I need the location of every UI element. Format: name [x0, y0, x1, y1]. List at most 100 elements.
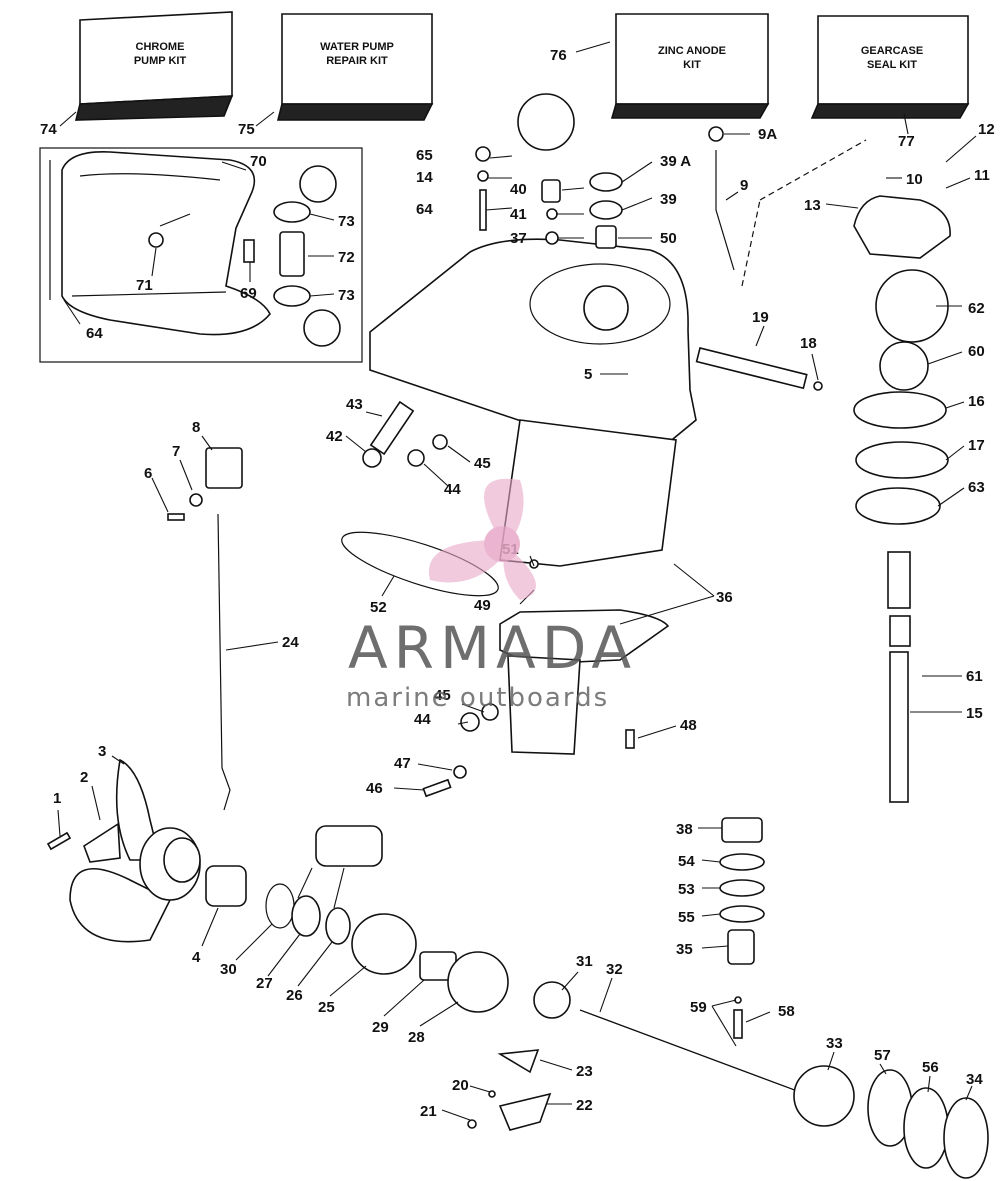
watermark-tagline: marine outboards	[346, 683, 609, 713]
callout-19: 19	[752, 309, 769, 326]
callout-38: 38	[676, 821, 693, 838]
callout-40: 40	[510, 181, 527, 198]
callout-6: 6	[144, 465, 152, 482]
callout-31: 31	[576, 953, 593, 970]
callout-53: 53	[678, 881, 695, 898]
callout-55: 55	[678, 909, 695, 926]
shift-rod-assembly	[167, 447, 243, 811]
callout-33: 33	[826, 1035, 843, 1052]
callout-44-lower: 44	[414, 711, 431, 728]
kit-74-line1: CHROME	[136, 41, 185, 53]
callout-49: 49	[474, 597, 491, 614]
callout-15: 15	[966, 705, 983, 722]
kit-77-line1: GEARCASE	[861, 45, 923, 57]
watermark-propeller-logo	[428, 478, 536, 600]
callout-52: 52	[370, 599, 387, 616]
kit-box-76: ZINC ANODE KIT	[610, 13, 770, 119]
callout-9a: 9A	[758, 126, 777, 143]
callout-2: 2	[80, 769, 88, 786]
callout-13: 13	[804, 197, 821, 214]
callout-3: 3	[98, 743, 106, 760]
middle-parts	[341, 400, 635, 798]
kit-box-75: WATER PUMP REPAIR KIT	[276, 13, 434, 121]
callout-30: 30	[220, 961, 237, 978]
chrome-pump-kit-inset	[39, 147, 363, 363]
callout-76: 76	[550, 47, 567, 64]
callout-64-inset: 64	[86, 325, 103, 342]
callout-29: 29	[372, 1019, 389, 1036]
callout-20: 20	[452, 1077, 469, 1094]
callout-50: 50	[660, 230, 677, 247]
callout-24: 24	[282, 634, 299, 651]
callout-60: 60	[968, 343, 985, 360]
callout-65: 65	[416, 147, 433, 164]
forward-gear-stack	[793, 1065, 989, 1179]
callout-63: 63	[968, 479, 985, 496]
water-pump-stack	[853, 195, 951, 803]
leader-lines	[57, 41, 977, 1121]
callout-47: 47	[394, 755, 411, 772]
callout-59: 59	[690, 999, 707, 1016]
callout-74: 74	[40, 121, 57, 138]
callout-58: 58	[778, 1003, 795, 1020]
callout-45-lower: 45	[434, 687, 451, 704]
callout-75: 75	[238, 121, 255, 138]
callout-14: 14	[416, 169, 433, 186]
kit-74-line2: PUMP KIT	[134, 55, 187, 67]
callout-73-upper: 73	[338, 213, 355, 230]
kit-75-line2: REPAIR KIT	[326, 55, 388, 67]
callout-26: 26	[286, 987, 303, 1004]
callout-9: 9	[740, 177, 748, 194]
callout-5: 5	[584, 366, 592, 383]
callout-41: 41	[510, 206, 527, 223]
callout-35: 35	[676, 941, 693, 958]
callout-45-upper: 45	[474, 455, 491, 472]
callout-46: 46	[366, 780, 383, 797]
callout-57: 57	[874, 1047, 891, 1064]
callout-64-main: 64	[416, 201, 433, 218]
callout-32: 32	[606, 961, 623, 978]
callout-22: 22	[576, 1097, 593, 1114]
callout-8: 8	[192, 419, 200, 436]
callout-70: 70	[250, 153, 267, 170]
callout-36: 36	[716, 589, 733, 606]
callout-1: 1	[53, 790, 61, 807]
kit-box-74: CHROME PUMP KIT	[74, 11, 234, 121]
kit-box-77: GEARCASE SEAL KIT	[810, 15, 970, 119]
callout-62: 62	[968, 300, 985, 317]
callout-17: 17	[968, 437, 985, 454]
callout-7: 7	[172, 443, 180, 460]
callout-39a: 39 A	[660, 153, 691, 170]
callout-10: 10	[906, 171, 923, 188]
callout-39: 39	[660, 191, 677, 208]
watermark-brand: ARMADA	[348, 614, 637, 682]
callout-73-lower: 73	[338, 287, 355, 304]
callout-34: 34	[966, 1071, 983, 1088]
callout-69: 69	[240, 285, 257, 302]
kit-75-line1: WATER PUMP	[320, 41, 394, 53]
top-center-parts	[475, 93, 867, 391]
callout-28: 28	[408, 1029, 425, 1046]
callout-71: 71	[136, 277, 153, 294]
callout-77: 77	[898, 133, 915, 150]
kit-76-line1: ZINC ANODE	[658, 45, 726, 57]
callout-42: 42	[326, 428, 343, 445]
callout-12: 12	[978, 121, 995, 138]
callout-43: 43	[346, 396, 363, 413]
callout-27: 27	[256, 975, 273, 992]
lower-unit-housing	[369, 238, 697, 755]
callout-72: 72	[338, 249, 355, 266]
callout-21: 21	[420, 1103, 437, 1120]
callout-4: 4	[192, 949, 201, 966]
callout-16: 16	[968, 393, 985, 410]
callout-56: 56	[922, 1059, 939, 1076]
callout-18: 18	[800, 335, 817, 352]
pinion-stack	[719, 817, 765, 1039]
callout-37: 37	[510, 230, 527, 247]
callout-11: 11	[974, 167, 990, 184]
callout-44-upper: 44	[444, 481, 461, 498]
callout-54: 54	[678, 853, 695, 870]
callout-48: 48	[680, 717, 697, 734]
callout-numbers: 1 2 3 4 5 6 7 8 9 9A 10 11 12 13 14 15 1…	[40, 47, 995, 1120]
callout-61: 61	[966, 668, 983, 685]
